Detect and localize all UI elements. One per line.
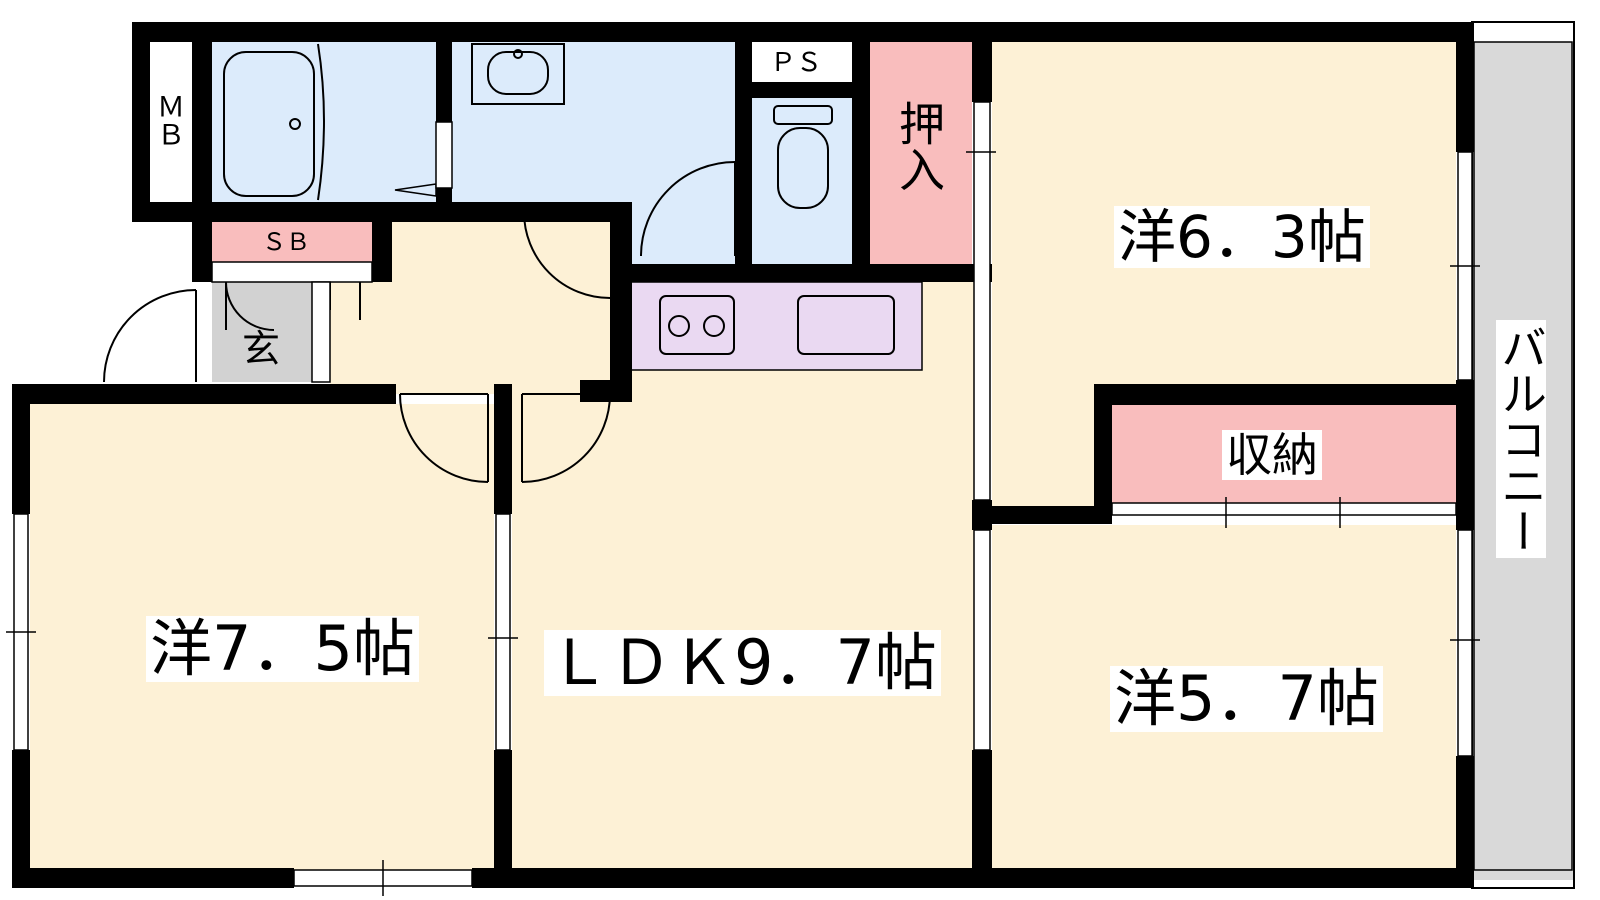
door-shuno — [1111, 502, 1457, 516]
sink-icon — [797, 295, 895, 355]
wall-right-mid — [1456, 380, 1474, 530]
window-right-lower — [1457, 529, 1473, 757]
door-swing-icon — [103, 161, 736, 483]
bathtub-icon — [223, 43, 325, 201]
wall-left-upper — [132, 22, 150, 222]
bath-door-frame — [435, 121, 453, 189]
wall-shuno-top — [1094, 384, 1474, 405]
window-ticks — [6, 151, 1480, 896]
door-ldk-75 — [495, 513, 511, 751]
wall-mb-right — [192, 22, 212, 282]
wall-left-lower-b — [12, 750, 30, 880]
washroom-lower-floor — [630, 202, 735, 264]
wall-upper-bottom — [132, 202, 630, 222]
label-room-5-7: 洋5．7帖 — [1110, 666, 1383, 732]
label-room-6-3: 洋6．3帖 — [1114, 206, 1370, 268]
wall-right-top — [1456, 22, 1474, 152]
bath-door-marker — [394, 183, 437, 197]
wall-57-top — [972, 506, 1112, 524]
toilet-icon — [773, 105, 833, 209]
wall-kitchen-top — [610, 264, 992, 282]
stove-icon — [659, 295, 735, 355]
label-room-7-5: 洋7．5帖 — [146, 616, 419, 682]
floors — [30, 42, 1574, 880]
wall-ps-bottom — [752, 82, 870, 98]
wall-bottom-right — [472, 868, 1472, 888]
wall-bath-right — [436, 42, 452, 122]
label-genkan: 玄 — [242, 327, 281, 371]
wall-75-right-top — [494, 384, 512, 514]
genkan-step — [311, 281, 331, 383]
wall-hall-right — [610, 202, 632, 402]
wall-toilet-right — [852, 42, 870, 282]
door-ldk-63 — [973, 101, 991, 501]
wall-left-lower — [12, 384, 30, 514]
wall-hall-notch — [580, 380, 632, 402]
balcony-rail-top — [1474, 22, 1574, 42]
label-balcony: バルコニー — [1494, 320, 1548, 558]
wall-75-top — [12, 384, 396, 404]
balcony-outline — [1471, 21, 1575, 889]
label-mb: ＭＢ — [153, 92, 186, 148]
sb-floor — [212, 222, 372, 262]
wall-washroom-right — [735, 42, 752, 264]
washroom-floor — [452, 42, 735, 202]
wall-ldk-right-top — [972, 42, 992, 102]
wall-75-right-bottom — [494, 750, 512, 880]
wall-top — [132, 22, 1472, 42]
label-oshiire: 押入 — [892, 100, 946, 192]
wall-right-bottom — [1456, 756, 1474, 888]
walls — [12, 22, 1574, 888]
washbasin-icon — [471, 43, 565, 105]
door-ldk-57 — [973, 529, 991, 751]
label-ldk: ＬＤＫ9．7帖 — [544, 630, 941, 696]
ps-box — [752, 42, 852, 82]
label-sb: ＳＢ — [262, 228, 310, 256]
wall-sb-right — [372, 222, 392, 282]
label-shuno: 収納 — [1222, 430, 1322, 480]
mb-box — [150, 42, 194, 202]
wall-bottom-left — [12, 868, 294, 888]
wall-shuno-left — [1094, 384, 1112, 524]
toilet-floor — [752, 98, 852, 264]
wall-ldk-right-bottom — [972, 750, 992, 870]
wall-bath-right-lower — [436, 188, 452, 208]
balcony-inner — [1473, 41, 1573, 871]
label-ps: ＰＳ — [770, 48, 823, 78]
sb-shelf — [211, 261, 373, 283]
